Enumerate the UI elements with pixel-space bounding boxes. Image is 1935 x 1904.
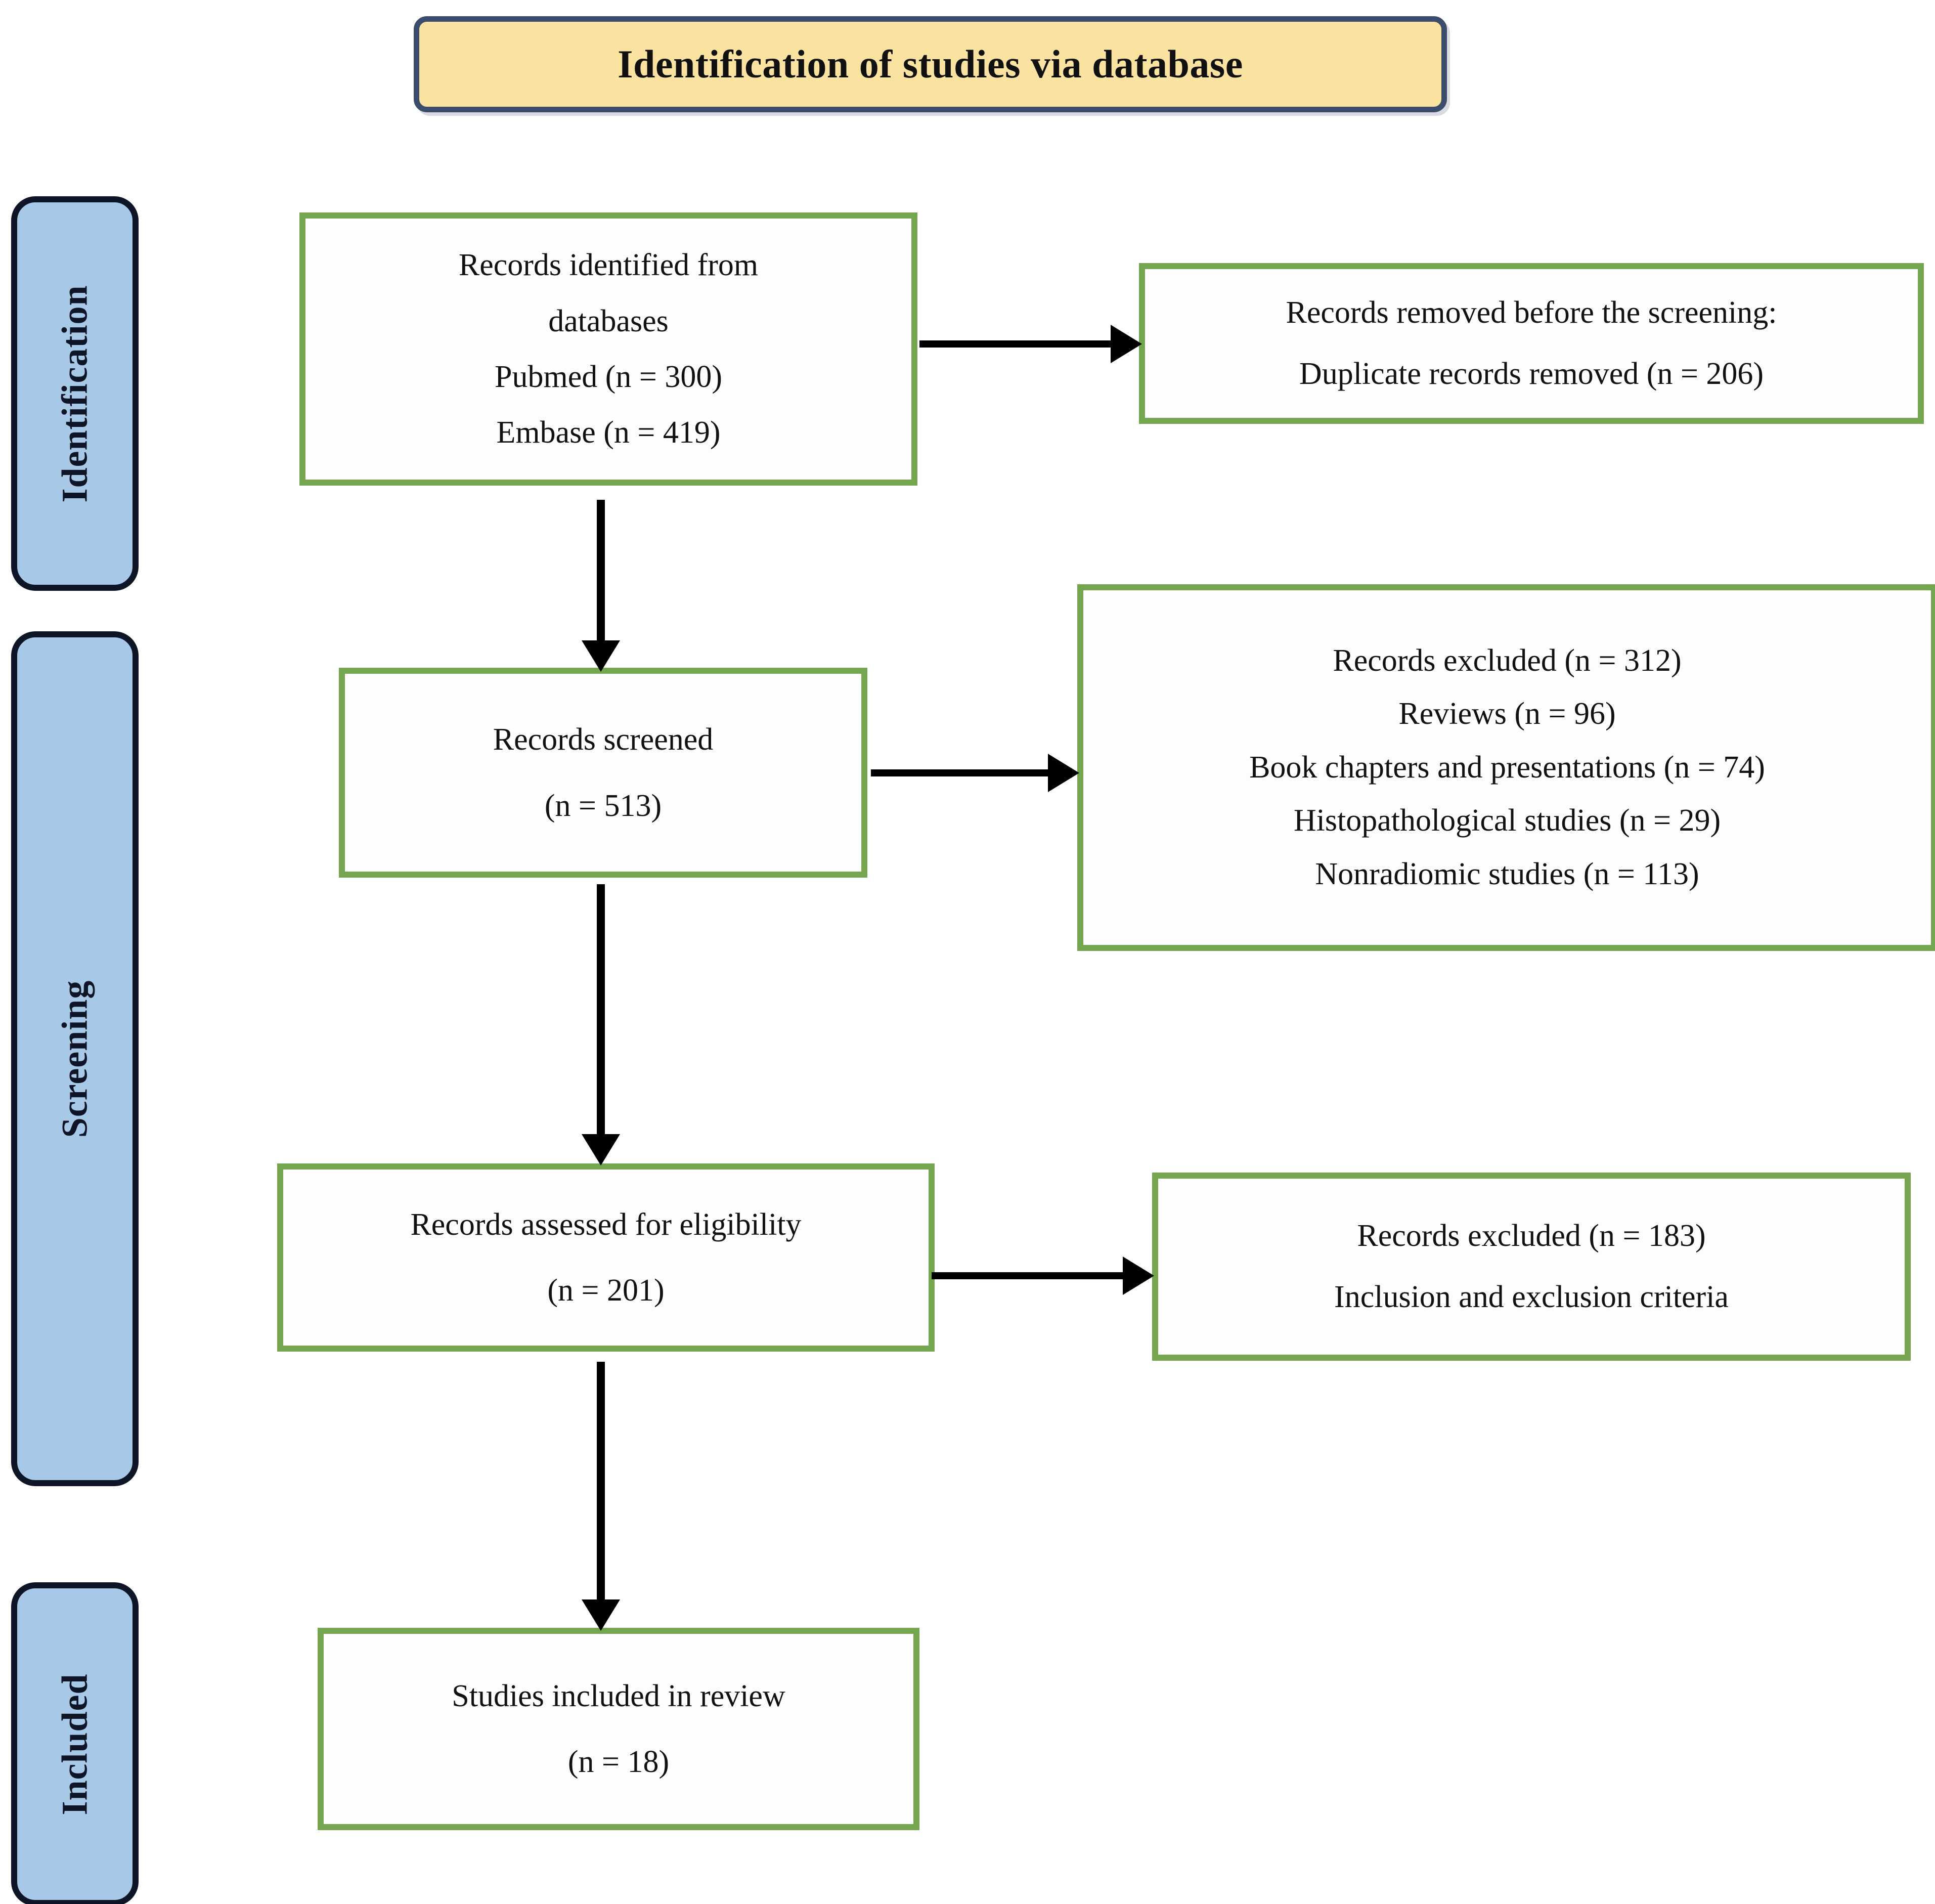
node-line: databases [548, 304, 669, 338]
arrow-head [582, 1134, 620, 1165]
diagram-title-banner: Identification of studies via database [414, 16, 1447, 112]
node-line: Records screened [493, 722, 714, 757]
node-records-removed: Records removed before the screening: Du… [1139, 263, 1924, 424]
node-line: Nonradiomic studies (n = 113) [1315, 856, 1699, 891]
node-line: Studies included in review [452, 1678, 785, 1713]
arrow-head [582, 640, 620, 672]
node-line: Records excluded (n = 312) [1333, 643, 1682, 678]
arrow-right-icon [932, 1256, 1154, 1296]
node-line: Histopathological studies (n = 29) [1293, 803, 1721, 838]
node-records-excluded-eligibility: Records excluded (n = 183) Inclusion and… [1152, 1173, 1911, 1361]
arrow-shaft [597, 500, 605, 640]
node-records-assessed-eligibility: Records assessed for eligibility (n = 20… [277, 1163, 935, 1352]
node-records-screened: Records screened (n = 513) [339, 668, 867, 878]
phase-label-identification: Identification [54, 284, 95, 503]
node-line: Pubmed (n = 300) [495, 360, 722, 394]
phase-bar-included: Included [11, 1582, 139, 1904]
arrow-head [1048, 754, 1079, 792]
node-line: Reviews (n = 96) [1398, 697, 1616, 731]
node-line: Records assessed for eligibility [410, 1207, 802, 1242]
node-line: Records removed before the screening: [1286, 295, 1777, 330]
node-line: (n = 18) [567, 1745, 670, 1779]
node-line: (n = 513) [544, 788, 662, 823]
arrow-shaft [932, 1272, 1123, 1279]
arrow-shaft [871, 769, 1048, 776]
node-line: Records identified from [458, 248, 759, 283]
arrow-down-icon [581, 1362, 621, 1631]
phase-bar-identification: Identification [11, 196, 139, 591]
arrow-shaft [919, 340, 1111, 348]
node-records-identified: Records identified from databases Pubmed… [299, 212, 917, 486]
node-line: Records excluded (n = 183) [1357, 1219, 1706, 1253]
arrow-down-icon [581, 884, 621, 1165]
diagram-title-text: Identification of studies via database [618, 42, 1243, 86]
node-studies-included: Studies included in review (n = 18) [318, 1628, 919, 1830]
arrow-down-icon [581, 500, 621, 672]
arrow-shaft [597, 884, 605, 1134]
phase-label-included: Included [54, 1673, 95, 1815]
node-line: (n = 201) [547, 1273, 665, 1308]
arrow-right-icon [871, 753, 1079, 793]
node-line: Duplicate records removed (n = 206) [1299, 357, 1764, 391]
arrow-right-icon [919, 324, 1142, 364]
phase-label-screening: Screening [54, 980, 95, 1138]
arrow-shaft [597, 1362, 605, 1599]
node-line: Embase (n = 419) [496, 415, 721, 450]
arrow-head [1111, 325, 1142, 363]
node-line: Book chapters and presentations (n = 74) [1249, 750, 1765, 785]
phase-bar-screening: Screening [11, 631, 139, 1486]
node-records-excluded-screening: Records excluded (n = 312) Reviews (n = … [1077, 584, 1935, 951]
node-line: Inclusion and exclusion criteria [1334, 1280, 1729, 1314]
arrow-head [1123, 1257, 1154, 1295]
arrow-head [582, 1599, 620, 1631]
